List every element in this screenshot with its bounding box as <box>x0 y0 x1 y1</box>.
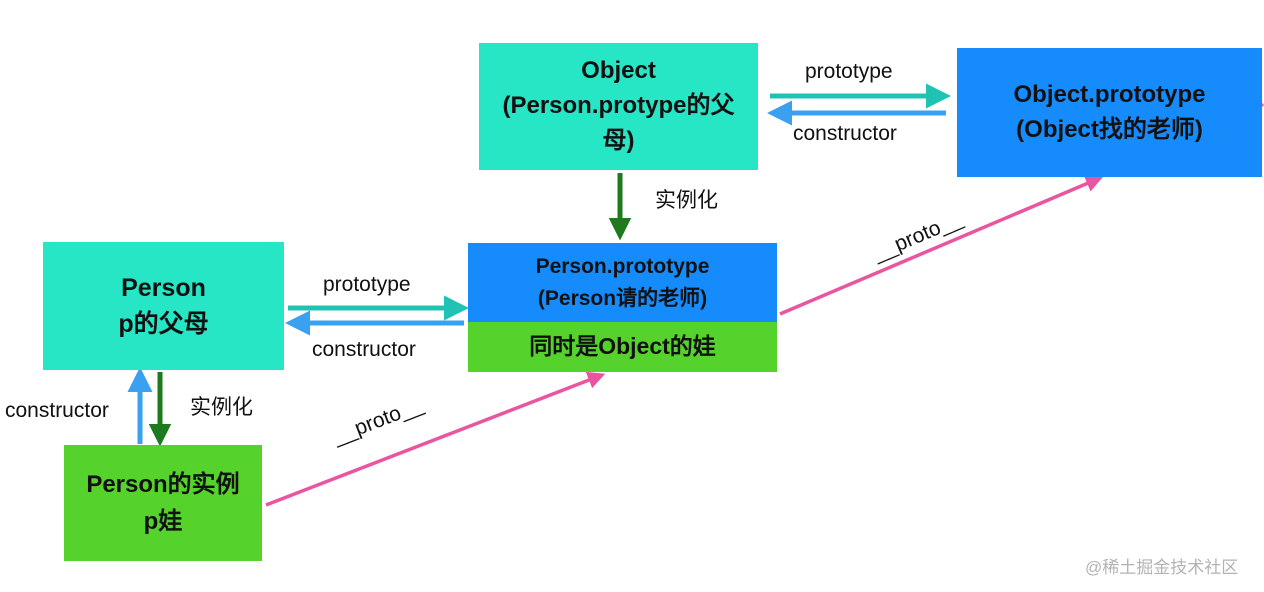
object-node-subtitle: (Person.protype的父 <box>502 92 735 120</box>
label-person-prototype: prototype <box>323 273 411 296</box>
person-prototype-object-child: 同时是Object的娃 <box>468 322 777 372</box>
person-prototype-subtitle: (Person请的老师) <box>537 286 708 310</box>
label-instance-constructor: constructor <box>5 399 109 422</box>
object-prototype-title: Object.prototype <box>1013 80 1206 108</box>
person-instance-node: Person的实例 p娃 <box>64 445 262 561</box>
person-node-title: Person <box>121 273 206 302</box>
person-instance-title: Person的实例 <box>86 470 240 498</box>
person-prototype-node: Person.prototype (Person请的老师) <box>468 243 777 322</box>
object-node-title: Object <box>581 57 656 85</box>
object-node-subtitle-cont: 母) <box>602 126 635 154</box>
label-object-constructor: constructor <box>793 122 897 145</box>
label-person-constructor: constructor <box>312 338 416 361</box>
person-prototype-title: Person.prototype <box>535 255 710 278</box>
person-instance-subtitle: p娃 <box>143 508 183 535</box>
label-object-prototype: prototype <box>805 60 893 83</box>
person-node-subtitle: p的父母 <box>118 310 209 338</box>
arrow-personproto-to-objproto <box>779 175 1104 316</box>
object-prototype-node: Object.prototype (Object找的老师) <box>957 48 1262 177</box>
arrow-instance-to-personproto <box>265 371 606 507</box>
object-node: Object (Person.protype的父 母) <box>479 43 758 170</box>
person-node: Person p的父母 <box>43 242 284 370</box>
watermark: @稀土掘金技术社区 <box>1085 558 1239 577</box>
person-prototype-note: 同时是Object的娃 <box>529 333 716 360</box>
object-prototype-subtitle: (Object找的老师) <box>1016 115 1203 143</box>
label-object-instantiate: 实例化 <box>655 189 718 212</box>
label-person-instantiate: 实例化 <box>190 396 253 419</box>
